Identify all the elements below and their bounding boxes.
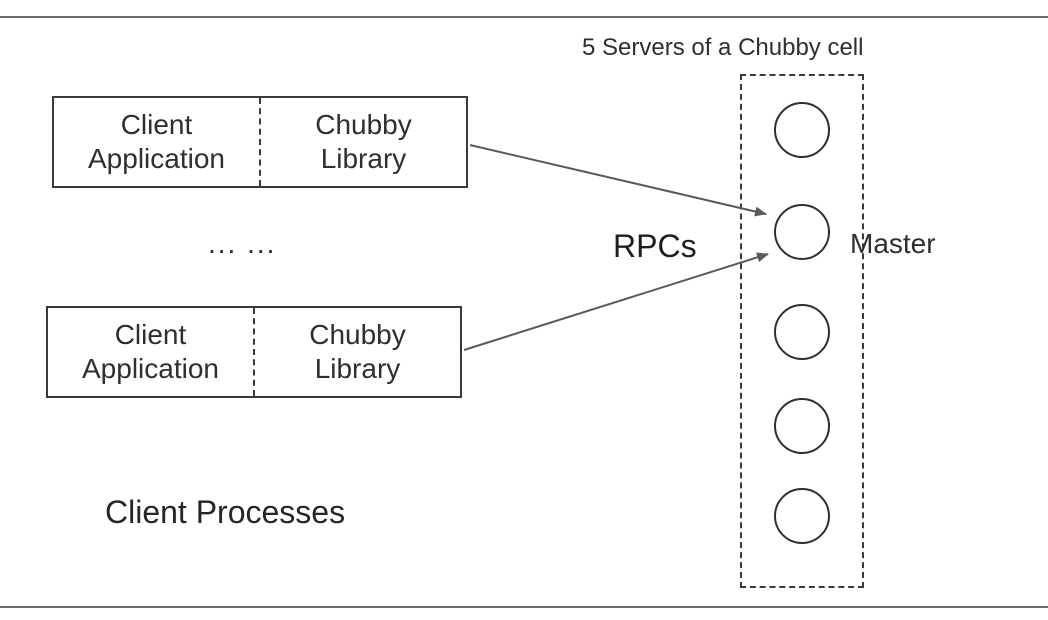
rpc-arrow-2 [463,252,769,351]
client-application-2-line1: Client [114,319,187,350]
top-rule [0,16,1048,18]
chubby-library-2-line2: Library [314,353,401,384]
server-4 [774,398,830,454]
server-master [774,204,830,260]
client-application-2: Client Application [48,308,255,396]
client-application-1: Client Application [54,98,261,186]
bottom-rule [0,606,1048,608]
chubby-library-1-line2: Library [320,143,407,174]
rpcs-label: RPCs [613,228,697,264]
client-application-1-line1: Client [120,109,193,140]
client-application-2-line2: Application [82,353,219,384]
rpc-arrow-1 [469,144,767,217]
chubby-cell-title: 5 Servers of a Chubby cell [582,34,864,61]
server-3 [774,304,830,360]
client-application-1-line2: Application [88,143,225,174]
client-processes-label: Client Processes [105,494,346,530]
chubby-library-1-line1: Chubby [315,109,412,140]
chubby-library-2-line1: Chubby [309,319,406,350]
chubby-library-1: Chubby Library [261,98,466,186]
client-process-2: Client Application Chubby Library [46,306,462,398]
server-5 [774,488,830,544]
client-process-1: Client Application Chubby Library [52,96,468,188]
chubby-library-2: Chubby Library [255,308,460,396]
chubby-cell-boundary [740,74,864,588]
server-1 [774,102,830,158]
master-label: Master [850,228,936,259]
more-clients-ellipsis: ... ... [208,228,277,259]
